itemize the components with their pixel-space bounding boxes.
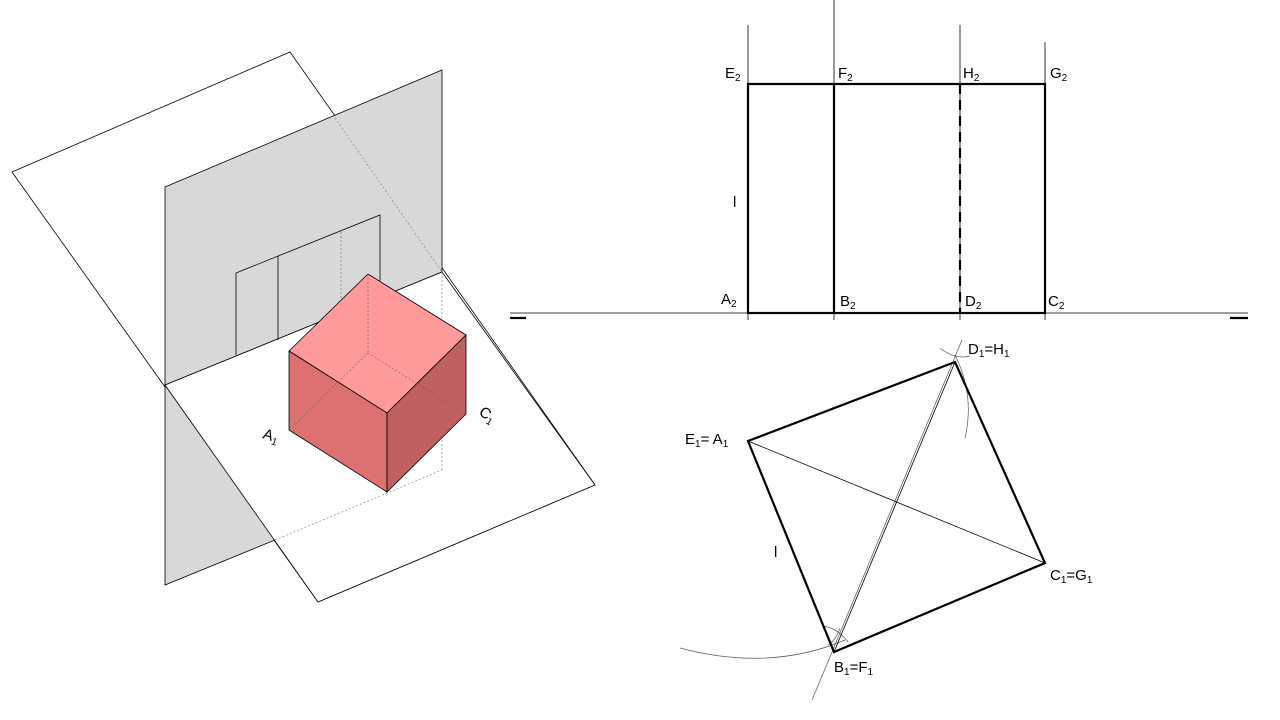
label-a1: A1 [260, 426, 281, 449]
perspective-view: A1 C1 [11, 51, 596, 603]
label-g2: G2 [1050, 65, 1068, 84]
plan-square [746, 360, 1047, 654]
label-d1-h1: D1=H1 [968, 341, 1010, 360]
elevation-rectangle [746, 82, 1047, 315]
label-e1-a1: E1= A1 [685, 431, 729, 450]
label-a2: A2 [721, 291, 737, 310]
cube-projection-on-vertical-plane [235, 214, 381, 355]
label-h2: H2 [963, 65, 980, 84]
plan-view: E1= A1 D1=H1 C1=G1 B1=F1 l [679, 339, 1093, 701]
elevation-view: E2 F2 H2 G2 A2 B2 D2 C2 l [510, 0, 1248, 320]
label-f2: F2 [838, 65, 853, 84]
cube-right-face [386, 334, 467, 493]
label-b1-f1: B1=F1 [834, 659, 874, 678]
label-edge-l-plan: l [774, 544, 777, 561]
label-c1-g1: C1=G1 [1050, 567, 1093, 586]
label-edge-l-elevation: l [733, 194, 736, 211]
cube [288, 273, 467, 493]
label-d2: D2 [965, 293, 982, 312]
label-e2: E2 [725, 65, 741, 84]
label-b2: B2 [840, 293, 856, 312]
label-c2: C2 [1048, 293, 1065, 312]
